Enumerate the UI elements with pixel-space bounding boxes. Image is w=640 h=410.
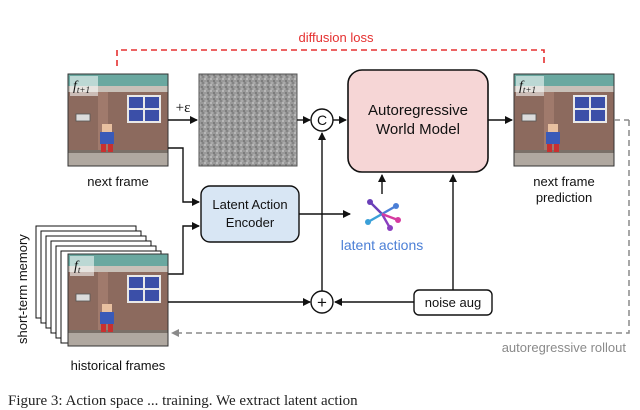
next-frame-label: next frame xyxy=(87,174,148,189)
historical-frames-label: historical frames xyxy=(71,358,166,373)
arrow-frame-to-encoder xyxy=(168,147,200,206)
prediction-label-line1: next frame xyxy=(533,174,594,189)
noise-aug-label: noise aug xyxy=(425,295,481,310)
latent-actions-icon xyxy=(365,199,401,231)
prediction-frame-symbol: ft+1 xyxy=(519,79,536,95)
figure-caption-fragment: Figure 3: Action space ... training. We … xyxy=(8,393,358,409)
latent-actions-label: latent actions xyxy=(341,237,424,253)
concat-symbol: C xyxy=(317,112,327,128)
world-model-line1: Autoregressive xyxy=(368,102,468,119)
encoder-line2: Encoder xyxy=(226,215,275,230)
diffusion-loss-line xyxy=(116,49,545,66)
prediction-frame-image: ft+1 xyxy=(513,73,615,167)
arrow-history-to-encoder xyxy=(168,222,200,275)
next-frame-image: ft+1 xyxy=(67,73,169,167)
historical-frame-symbol: ft xyxy=(74,259,81,275)
prediction-label-line2: prediction xyxy=(536,190,592,205)
noise-label: +ε xyxy=(176,100,191,116)
noisy-frame-image xyxy=(198,73,298,167)
autoregressive-rollout-label: autoregressive rollout xyxy=(502,340,627,355)
autoregressive-rollout-line xyxy=(171,120,630,337)
historical-frame-image: ft xyxy=(67,253,169,347)
encoder-line1: Latent Action xyxy=(212,197,287,212)
add-symbol: + xyxy=(317,293,327,312)
short-term-memory-label: short-term memory xyxy=(15,234,30,344)
latent-action-encoder-box xyxy=(200,185,300,243)
world-model-box xyxy=(347,69,489,173)
diffusion-loss-label: diffusion loss xyxy=(299,30,374,45)
next-frame-symbol: ft+1 xyxy=(73,79,90,95)
world-model-line2: World Model xyxy=(376,121,460,138)
